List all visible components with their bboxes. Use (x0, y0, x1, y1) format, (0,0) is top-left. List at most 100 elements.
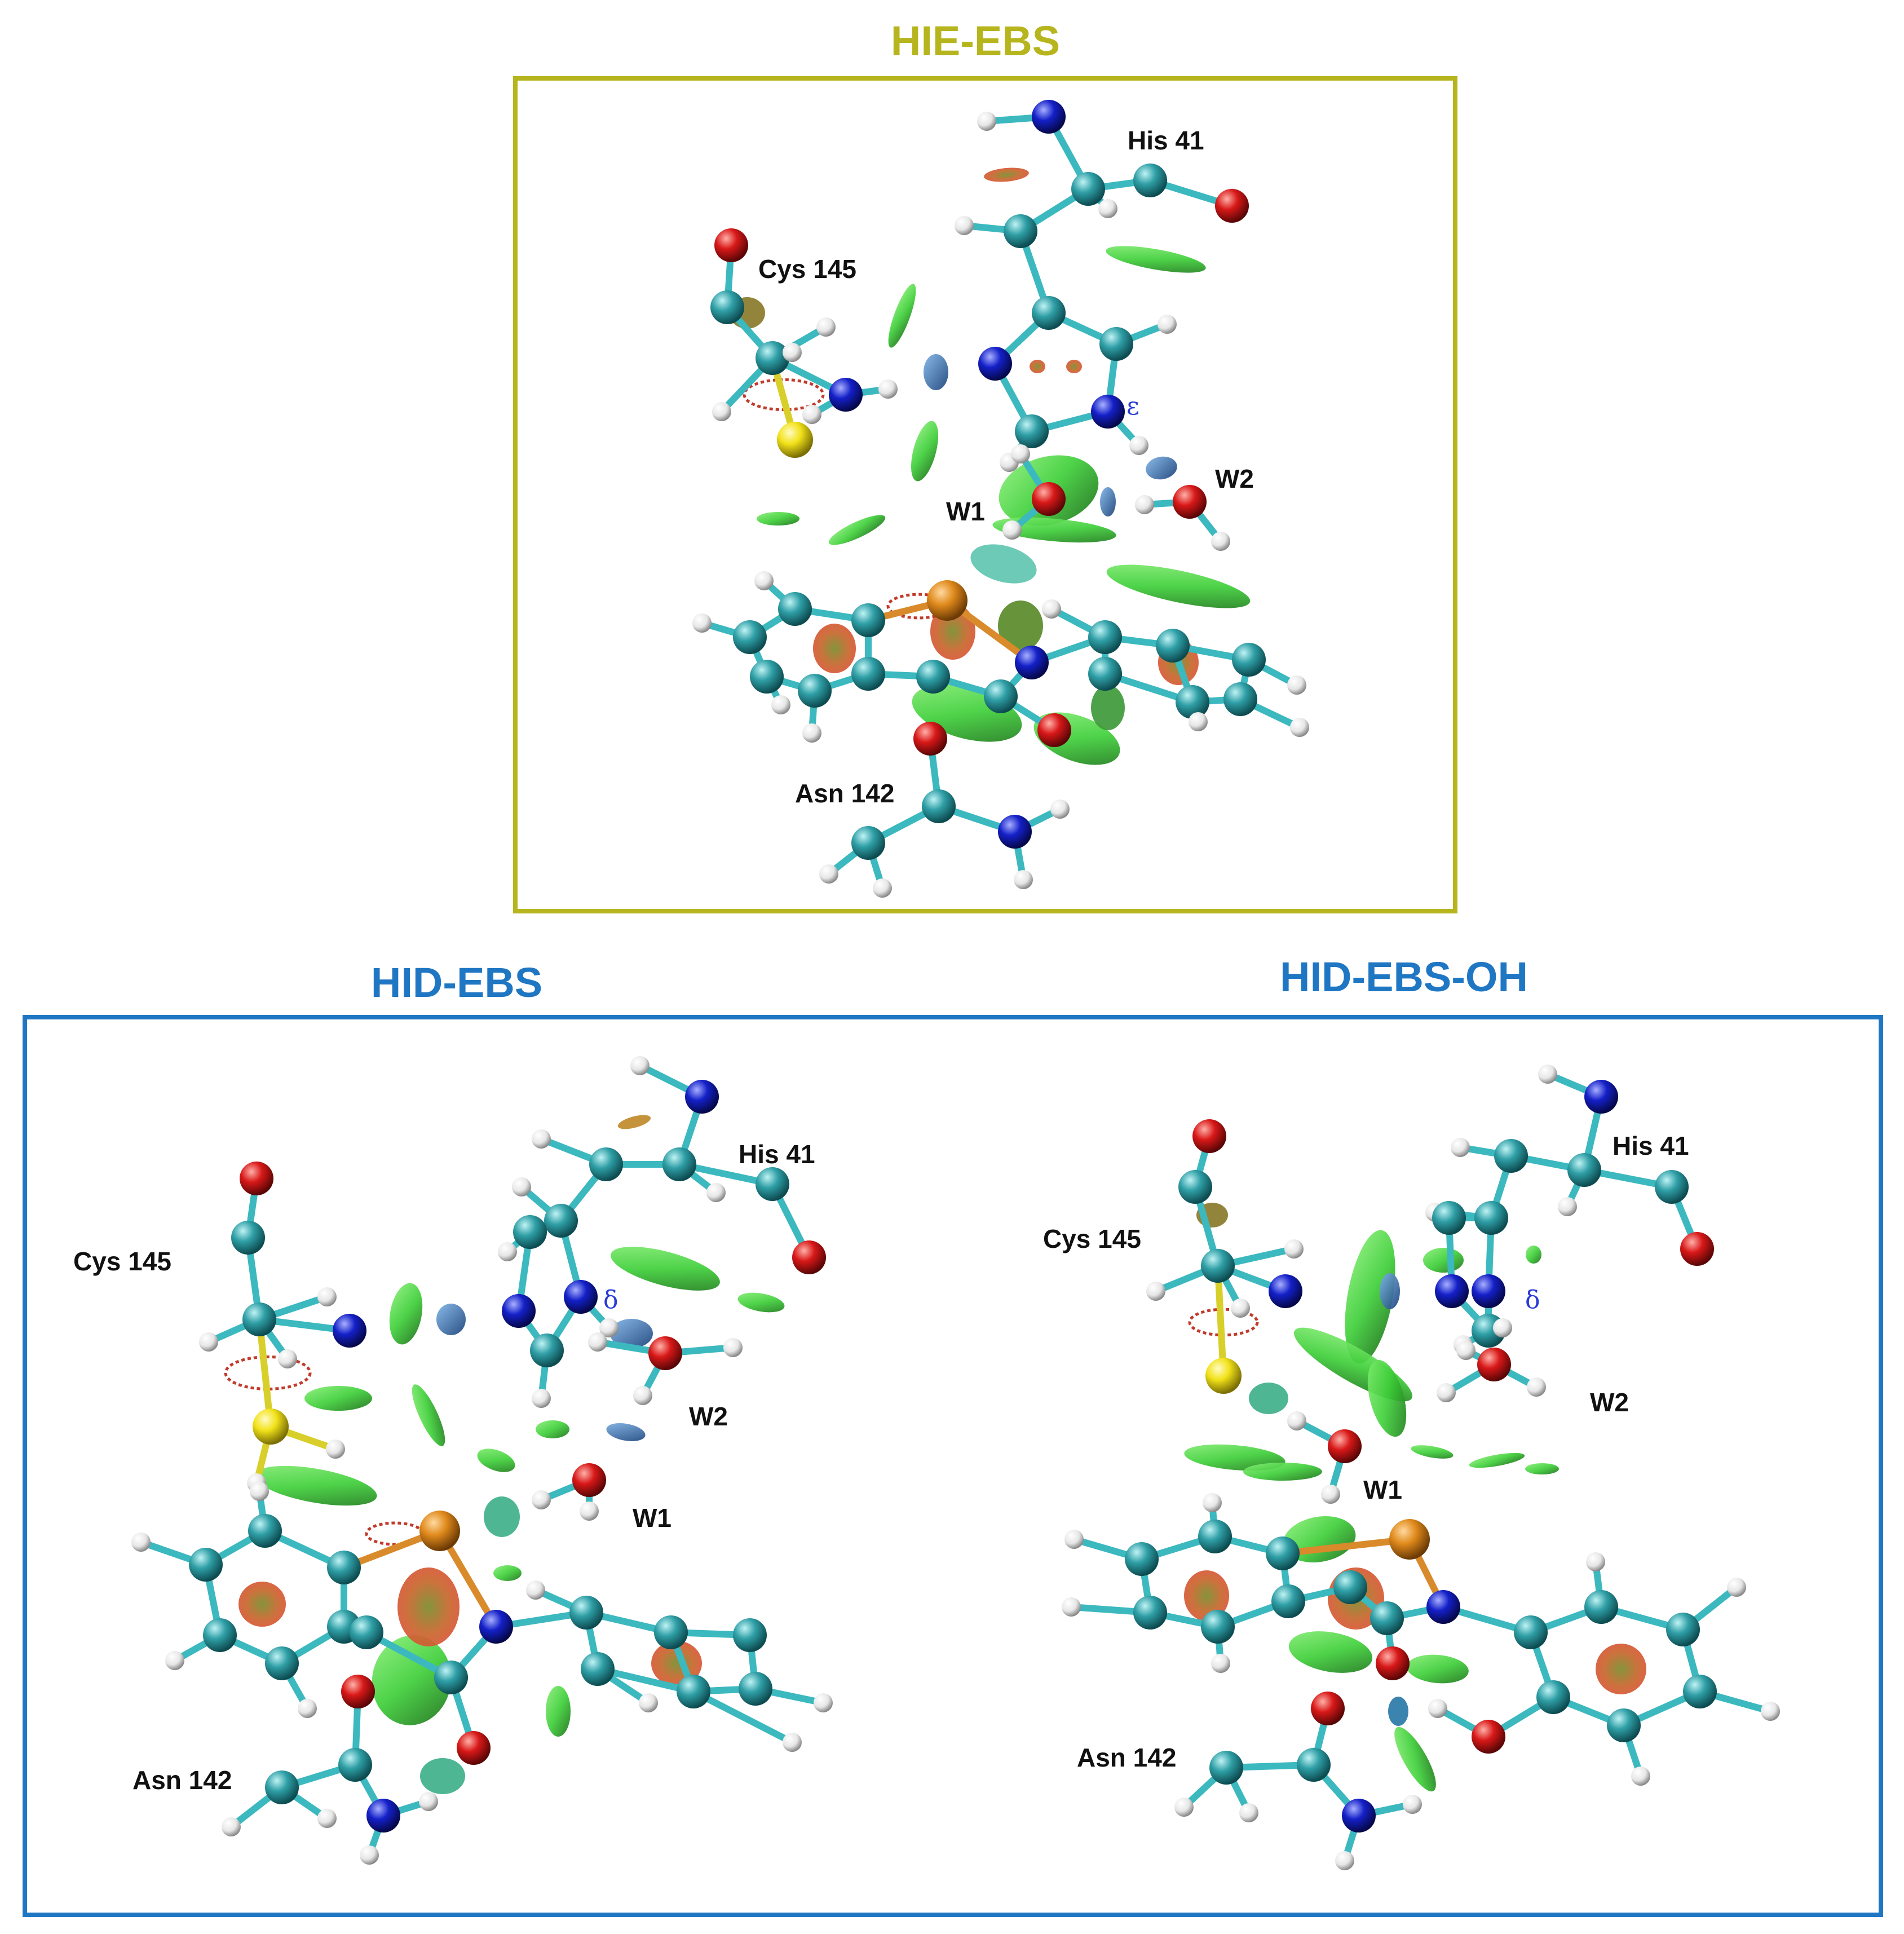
hid-his41-atom-c (530, 1334, 564, 1367)
hidoh-nci-surface (1380, 1273, 1400, 1309)
hidoh-ebselen-atom-c (1133, 1596, 1167, 1630)
hie-nci-surface (998, 600, 1043, 651)
hidoh-nci-surface (1345, 1230, 1395, 1364)
hie-ebselen-atom-c (851, 657, 885, 691)
hidoh-nci-surface (1596, 1644, 1646, 1694)
hidoh-cys145-atom-s (1205, 1358, 1242, 1394)
hie-nci-surface (757, 512, 799, 526)
hidoh-ebselen-atom-n (1426, 1590, 1460, 1624)
hidoh-his41-atom-c (1432, 1201, 1466, 1235)
hie-label-w1: W1 (946, 497, 985, 526)
hidoh-asn142-atom-n (1342, 1799, 1376, 1833)
hie-label-cys145: Cys 145 (758, 254, 856, 284)
hie-label-w2: W2 (1215, 464, 1254, 493)
hid-cys145-atom-h (278, 1349, 297, 1368)
hidoh-w1-atom-h (1287, 1411, 1306, 1430)
hid-ebselen-atom-c (434, 1661, 468, 1694)
hid-his41-atom-n (502, 1294, 536, 1328)
hidoh-cys145-atom-h (1146, 1282, 1165, 1301)
hid-w1-atom-h (532, 1490, 551, 1509)
hid-nci-surface (420, 1758, 465, 1794)
hid-nci-surface (536, 1420, 569, 1438)
hid-ebselen-atom-h (783, 1733, 802, 1752)
hid-cys145-atom-o (240, 1162, 273, 1195)
hidoh-cys145-atom-h (1284, 1239, 1304, 1259)
hie-ebs-scene (692, 100, 1309, 898)
hid-w2-atom-h (633, 1386, 652, 1405)
hid-panels-frame (23, 1015, 1883, 1917)
hie-his41-atom-n (978, 347, 1012, 381)
hie-his41-atom-c (1071, 172, 1105, 206)
hidoh-ebselen-atom-o (1376, 1646, 1410, 1680)
hidoh-ebselen-atom-c (1607, 1708, 1641, 1742)
hie-nci-surface (1100, 487, 1116, 516)
hidoh-his41-atom-c (1655, 1170, 1689, 1204)
hid-cys145-atom-c (242, 1302, 276, 1336)
hidoh-ebselen-atom-h (1727, 1578, 1746, 1597)
hidoh-nci-surface (1411, 1445, 1454, 1459)
hie-asn142-atom-c (851, 826, 885, 860)
hie-ebs-frame (513, 76, 1457, 913)
hidoh-his41-atom-o (1680, 1232, 1714, 1266)
hie-his41-atom-n (1032, 100, 1066, 134)
hid-nci-surface (617, 1115, 651, 1129)
hie-ebselen-atom-c (1156, 629, 1190, 663)
hidoh-his41-atom-c (1567, 1153, 1601, 1187)
hie-ebselen-atom-n (1015, 646, 1049, 679)
hid-ebselen-atom-h (250, 1482, 269, 1501)
hid-ebselen-atom-c (327, 1551, 361, 1584)
hidoh-ebselen-atom-o (1472, 1720, 1505, 1754)
hie-cys145-atom-h (816, 317, 836, 337)
hidoh-his41-atom-n (1472, 1274, 1505, 1308)
hid-nci-surface (493, 1565, 522, 1581)
hidoh-nci-surface (1407, 1654, 1469, 1684)
hid-nci-surface (372, 1635, 452, 1725)
hie-ebselen-atom-c (1232, 643, 1266, 677)
hid-label-w2: W2 (689, 1402, 728, 1431)
hidoh-label-w2: W2 (1590, 1388, 1629, 1417)
hid-cys145-atom-s (253, 1408, 289, 1445)
hie-nci-surface (828, 515, 886, 545)
hid-his41-atom-c (756, 1167, 789, 1201)
hid-asn142-atom-n (366, 1799, 400, 1833)
hie-cys145-atom-h (878, 379, 898, 399)
hidoh-ebselen-atom-c (1666, 1613, 1700, 1646)
hie-cys145-atom-c (710, 290, 744, 324)
hid-nci-surface (412, 1384, 445, 1446)
hid-label-his41: His 41 (739, 1140, 815, 1169)
hidoh-his41-atom-h (1451, 1138, 1470, 1157)
hie-his41-atom-c (1015, 414, 1049, 448)
hidoh-asn142-atom-h (1403, 1795, 1422, 1814)
hidoh-asn142-atom-c (1209, 1751, 1243, 1785)
hid-cys145-atom-h (317, 1287, 337, 1306)
hie-his41-atom-c (1099, 327, 1133, 361)
hie-ebselen-atom-h (771, 695, 790, 714)
hid-nci-ring (224, 1355, 312, 1390)
hie-his41-atom-c (1032, 296, 1066, 330)
hid-ebselen-atom-se (419, 1511, 460, 1551)
hid-label-asn142: Asn 142 (132, 1765, 232, 1795)
hid-nci-surface (546, 1686, 571, 1737)
hid-nci-surface (397, 1567, 460, 1646)
hie-ebselen-atom-h (754, 571, 774, 590)
hidoh-w2-atom-h (1437, 1383, 1456, 1402)
hid-w2-atom-h (588, 1332, 607, 1352)
hidoh-ebselen-atom-h (1062, 1597, 1081, 1617)
hid-asn142-atom-o (341, 1675, 375, 1708)
hidoh-label-his41: His 41 (1613, 1131, 1689, 1160)
hid-ebselen-atom-h (298, 1699, 317, 1718)
hid-ebselen-atom-c (739, 1672, 772, 1706)
hidoh-asn142-atom-h (1174, 1798, 1194, 1817)
hie-his41-atom-h (955, 216, 974, 235)
hidoh-ebselen-atom-c (1271, 1584, 1305, 1618)
hidoh-w1-atom-h (1321, 1485, 1340, 1504)
hidoh-nci-surface (1469, 1452, 1525, 1468)
hid-his41-atom-c (589, 1147, 623, 1181)
hidoh-ebselen-bond (1279, 1536, 1413, 1557)
hid-asn142-atom-h (222, 1817, 241, 1836)
hid-cys145-atom-h (326, 1440, 345, 1459)
hidoh-asn142-atom-o (1311, 1692, 1345, 1725)
hie-w1-atom-o (1032, 482, 1066, 516)
hidoh-ebselen-atom-c (1514, 1615, 1548, 1649)
hid-ebselen-atom-c (189, 1548, 223, 1582)
